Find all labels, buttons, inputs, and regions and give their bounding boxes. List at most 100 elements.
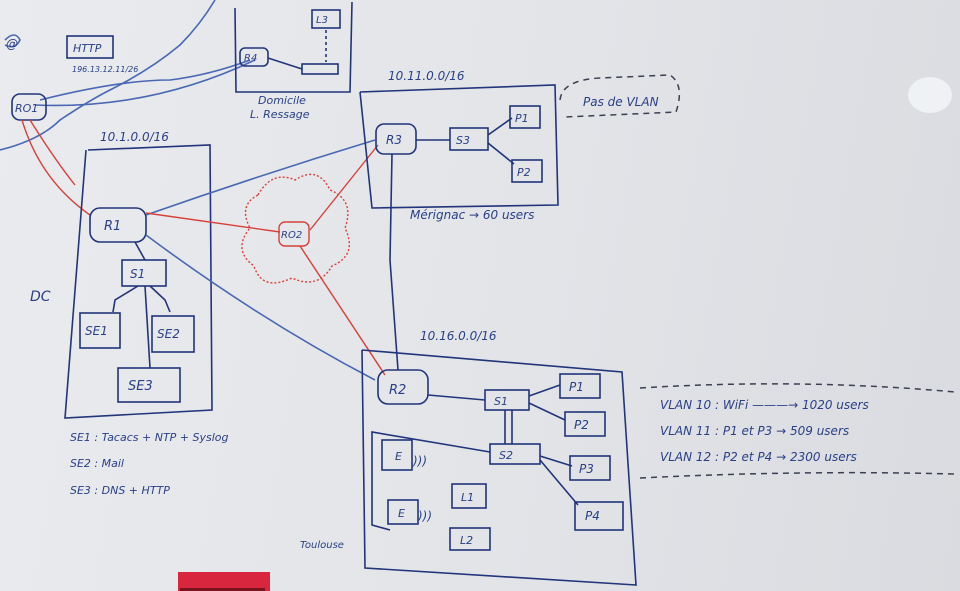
- vlan-bracket-bottom: [639, 471, 956, 479]
- merignac-p2: [511, 159, 543, 183]
- merignac-network: 10.11.0.0/16: [388, 69, 465, 83]
- se2-role: SE2 : Mail: [70, 457, 124, 470]
- vlan10-note: VLAN 10 : WiFi ———→ 1020 users: [660, 398, 869, 412]
- toulouse-s2-label: S2: [499, 449, 513, 462]
- internet-link: [39, 59, 251, 101]
- dc-box: [64, 144, 213, 419]
- ro1-to-r1-link-2: [21, 119, 91, 216]
- corner-fragment: @: [6, 37, 18, 51]
- access-point-2: [387, 499, 419, 525]
- merignac-box: [359, 84, 559, 209]
- r1-r2-link: [145, 234, 376, 381]
- toulouse-l2-label: L2: [460, 534, 473, 547]
- l3-label: L3: [316, 15, 328, 26]
- merignac-p2-label: P2: [517, 166, 531, 179]
- toulouse-l1: [451, 483, 487, 509]
- s1-pc-links: [528, 384, 566, 421]
- ro2-cloud: [241, 173, 350, 284]
- s3-switch: [449, 127, 489, 151]
- merignac-caption: Mérignac → 60 users: [410, 208, 534, 222]
- toulouse-site-label: Toulouse: [300, 540, 344, 551]
- s2-pc-links: [539, 455, 579, 506]
- r2-router: [377, 369, 429, 405]
- se3-role: SE3 : DNS + HTTP: [70, 484, 170, 497]
- se1-role: SE1 : Tacacs + NTP + Syslog: [70, 431, 229, 444]
- ap2-wifi: ))): [417, 509, 432, 523]
- r1-s1-link: [134, 241, 146, 261]
- dc-label: DC: [30, 289, 51, 305]
- ro2-label: RO2: [281, 230, 302, 241]
- r3-label: R3: [386, 133, 402, 147]
- home-caption-1: Domicile: [258, 94, 306, 107]
- public-ip: 196.13.12.11/26: [72, 65, 138, 74]
- laptop-screen: [311, 9, 341, 29]
- toulouse-l1-label: L1: [461, 491, 474, 504]
- pas-de-vlan-bubble: [559, 74, 681, 118]
- se2-label: SE2: [157, 327, 180, 341]
- ro1-to-r1-link: [29, 119, 76, 186]
- vlan11-note: VLAN 11 : P1 et P3 → 509 users: [660, 424, 849, 438]
- se2-server: [151, 315, 195, 353]
- home-box: [234, 1, 353, 93]
- toulouse-s2: [489, 443, 541, 465]
- r3-r2-link: [389, 153, 399, 371]
- toulouse-p4: [574, 501, 624, 531]
- r1-ro2-link: [145, 212, 281, 233]
- toulouse-p3-label: P3: [579, 462, 594, 476]
- laptop-base: [301, 63, 339, 75]
- toulouse-box: [361, 349, 637, 586]
- wifi-bus: [371, 431, 491, 531]
- corner-bubble: [4, 34, 21, 48]
- r3-router: [375, 123, 417, 155]
- ap1-wifi: ))): [412, 454, 427, 468]
- ro2-r2-link: [299, 245, 386, 376]
- ro2-router: [278, 221, 310, 247]
- toulouse-l2: [449, 527, 491, 551]
- r4-router: [239, 47, 269, 67]
- dc-network: 10.1.0.0/16: [100, 130, 169, 144]
- toulouse-network: 10.16.0.0/16: [420, 329, 497, 343]
- ro1-label: RO1: [15, 102, 38, 115]
- http-label: HTTP: [73, 42, 102, 55]
- internet-boundary-line: [0, 0, 216, 151]
- access-point-1: [381, 439, 413, 471]
- s1-se3-link: [144, 285, 151, 369]
- se3-label: SE3: [128, 379, 153, 394]
- ro1-router: [11, 93, 47, 121]
- toulouse-p1: [559, 373, 601, 399]
- dc-s1-switch: [121, 259, 167, 287]
- s3-label: S3: [456, 134, 470, 147]
- toulouse-p2-label: P2: [574, 418, 589, 432]
- merignac-p1: [509, 105, 541, 129]
- toulouse-p3: [569, 455, 611, 481]
- internet-link-2: [34, 59, 256, 107]
- toulouse-p2: [564, 411, 606, 437]
- r4-label: R4: [244, 53, 257, 64]
- s3-pc-links: [487, 117, 515, 165]
- s1-server-links: [112, 285, 171, 313]
- vlan-bracket-top: [639, 383, 956, 393]
- se3-server: [117, 367, 181, 403]
- r1-r3-link: [145, 139, 376, 216]
- r1-router: [89, 207, 147, 243]
- glare: [908, 77, 952, 113]
- http-box: [66, 35, 114, 59]
- ap2-glyph: E: [398, 507, 405, 520]
- dc-s1-label: S1: [130, 267, 145, 281]
- eraser-shadow: [180, 588, 265, 591]
- vlan12-note: VLAN 12 : P2 et P4 → 2300 users: [660, 450, 857, 464]
- r1-label: R1: [104, 219, 121, 234]
- home-caption-2: L. Ressage: [250, 108, 310, 121]
- merignac-p1-label: P1: [515, 112, 529, 125]
- ap1-glyph: E: [395, 450, 402, 463]
- pas-de-vlan-note: Pas de VLAN: [583, 95, 659, 109]
- home-link: [267, 57, 303, 70]
- toulouse-s1: [484, 389, 530, 411]
- toulouse-s1-label: S1: [494, 395, 508, 408]
- r2-s1-link: [427, 394, 486, 401]
- r2-label: R2: [389, 383, 406, 398]
- se1-label: SE1: [85, 324, 108, 338]
- toulouse-p4-label: P4: [585, 509, 600, 523]
